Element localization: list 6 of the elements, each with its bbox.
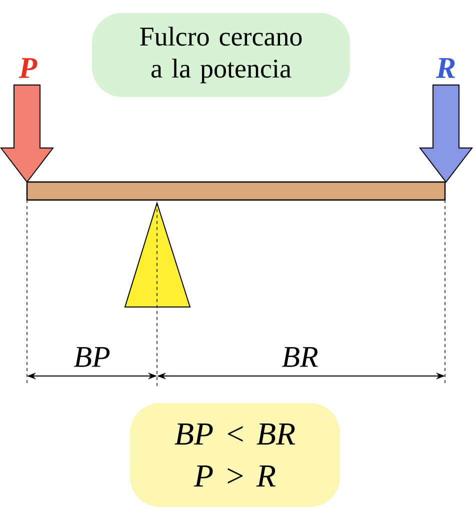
formula-box: BP < BR P > R [130, 403, 340, 507]
distance-label: BP [74, 347, 110, 367]
force-label: R [436, 58, 455, 78]
distance-label: BR [282, 347, 318, 367]
note-box: Fulcro cercano a la potencia [92, 13, 350, 97]
force-label: P [18, 58, 38, 78]
